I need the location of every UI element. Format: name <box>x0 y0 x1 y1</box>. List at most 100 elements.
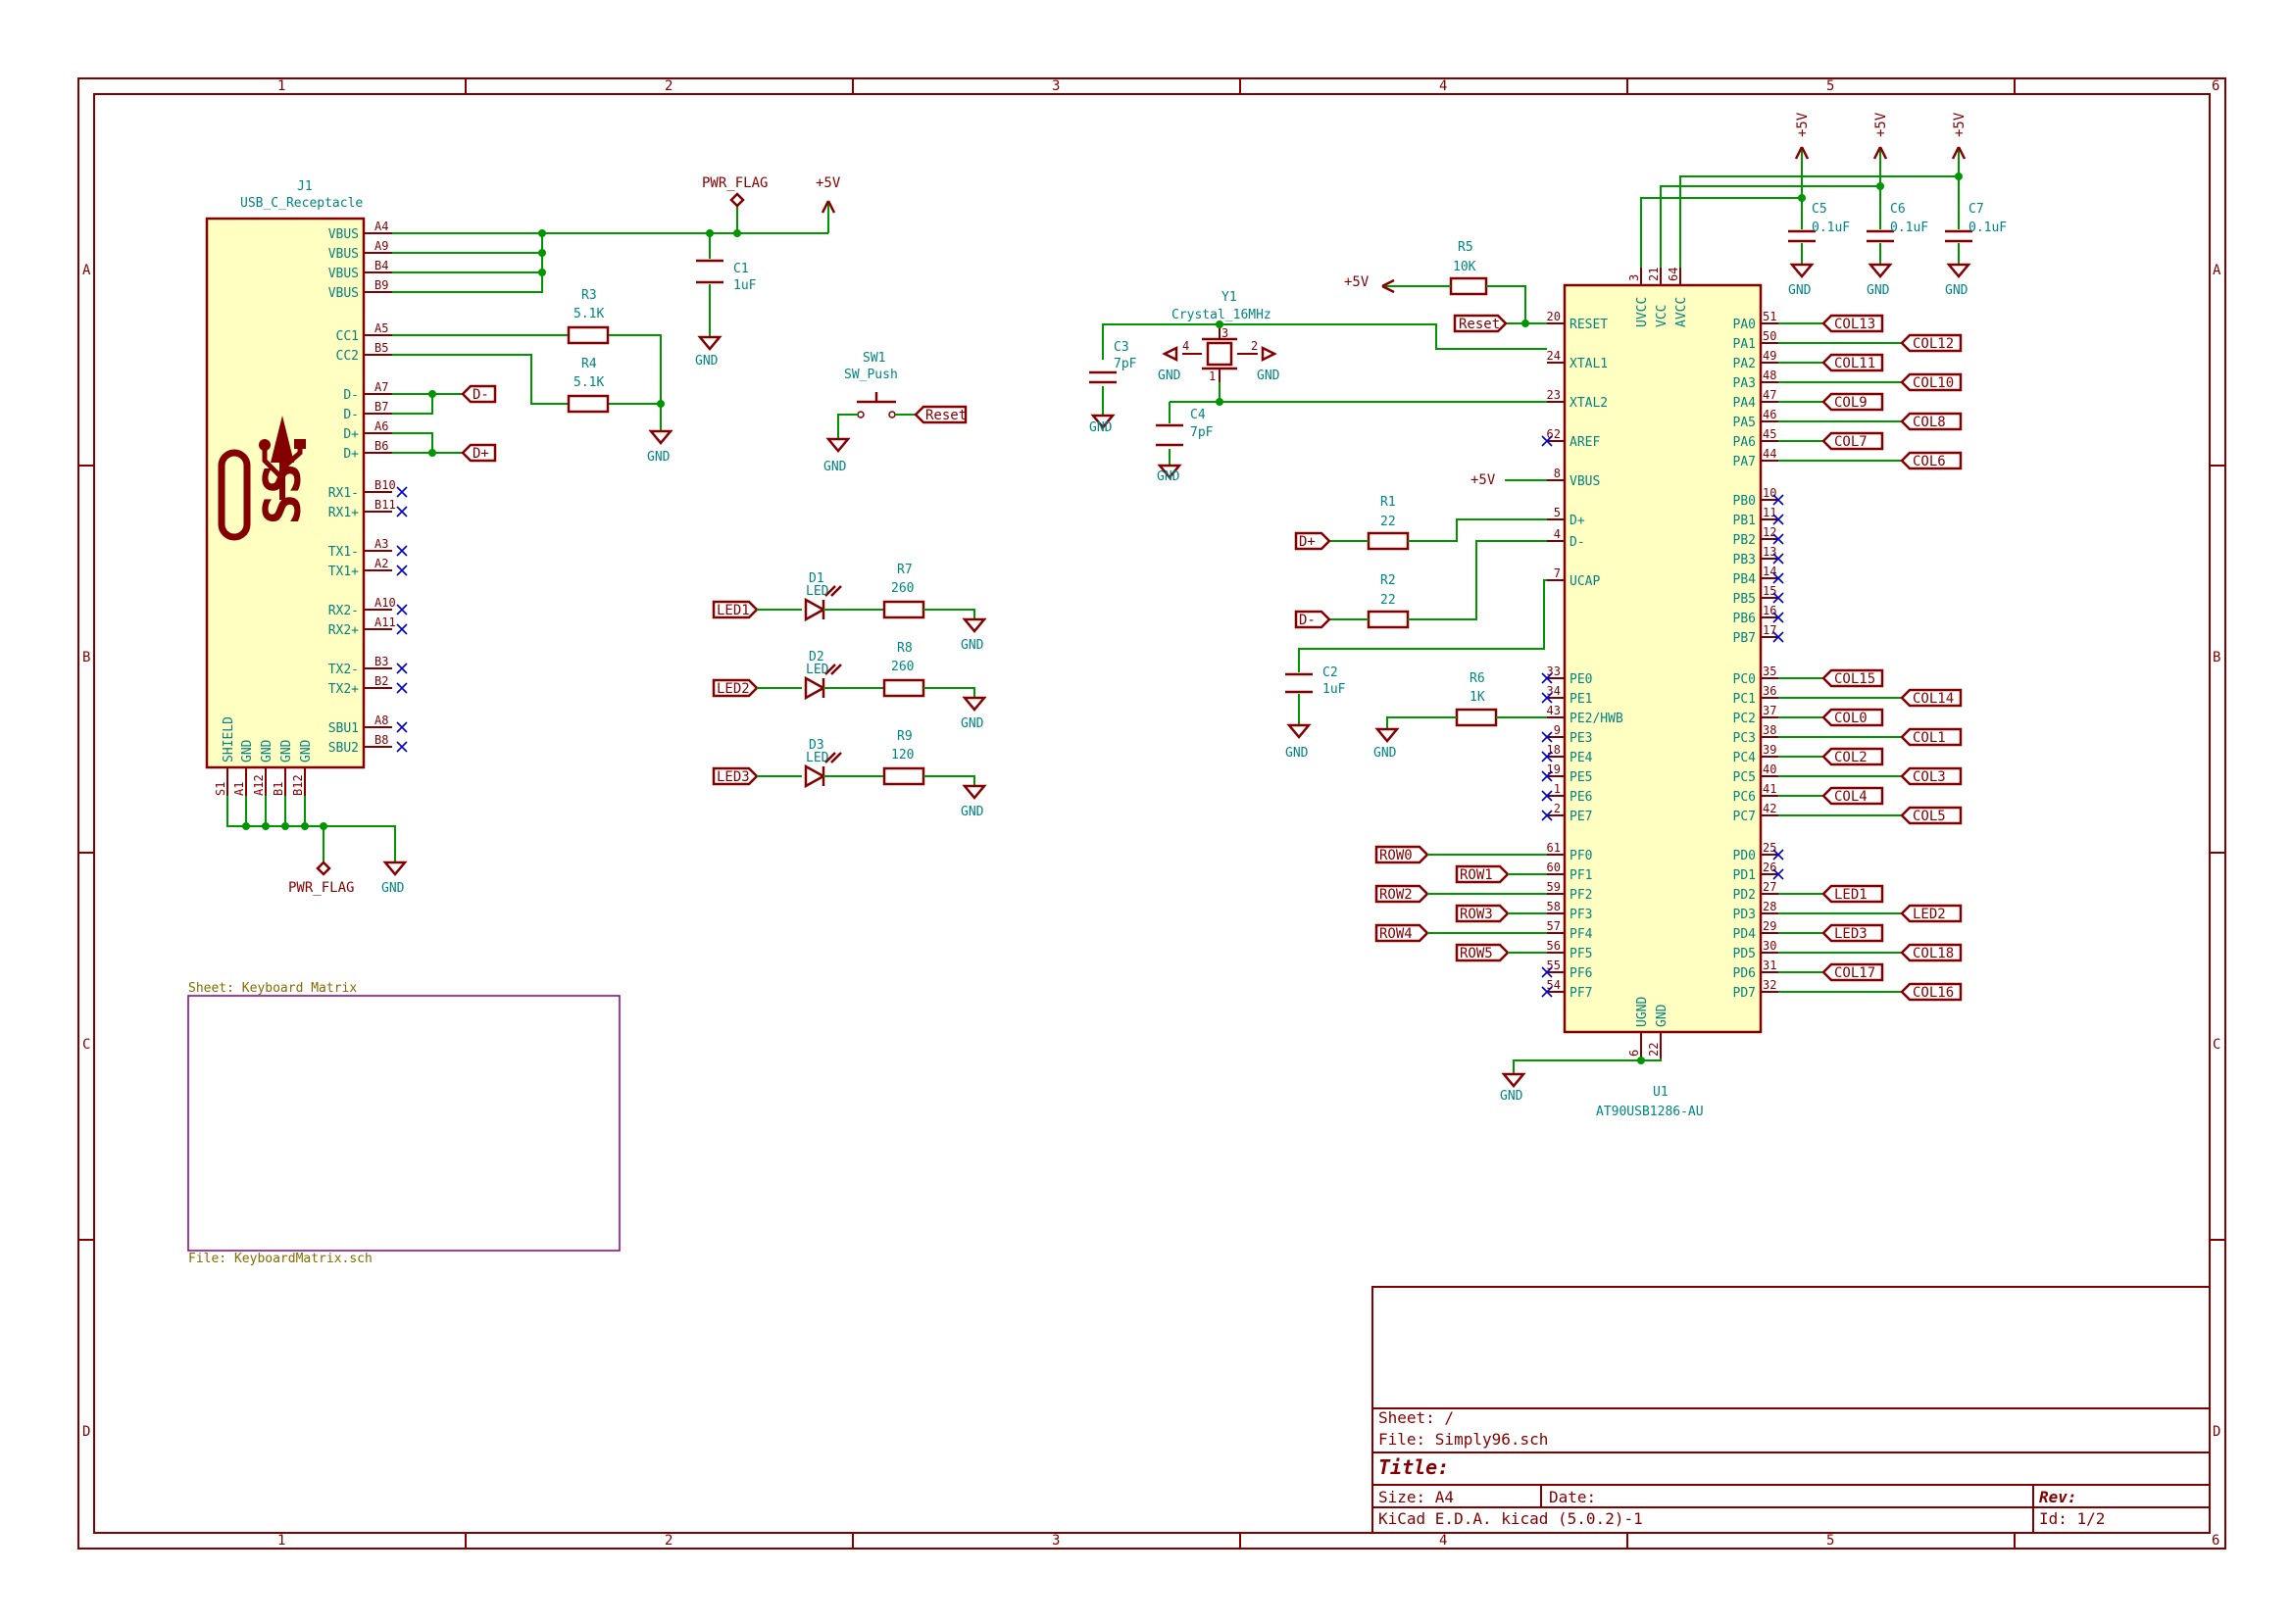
col-net-text: COL13 <box>1834 317 1875 332</box>
col-net-text: COL18 <box>1913 946 1954 961</box>
hierarchical-sheet-keyboard-matrix[interactable]: Sheet: Keyboard Matrix File: KeyboardMat… <box>187 981 621 1266</box>
u1-ground-wiring: GND <box>1500 1057 1662 1104</box>
net-label-dminus-j1[interactable]: D- <box>461 384 497 404</box>
net-label-col3[interactable]: COL3 <box>1778 766 1963 786</box>
resistor-r5[interactable]: R5 10K +5V <box>1344 240 1547 327</box>
gnd-label-led: GND <box>961 805 984 819</box>
net-label-reset-u1[interactable]: Reset <box>1453 314 1508 333</box>
net-label-led1[interactable] <box>712 600 759 619</box>
title-block-rev: Rev: <box>2039 1488 2077 1506</box>
net-label-col16[interactable]: COL16 <box>1778 982 1963 1002</box>
net-label-col1[interactable]: COL1 <box>1778 727 1963 747</box>
resistor-r3[interactable]: R3 5.1K <box>567 288 610 345</box>
j1-pin-number: A4 <box>374 220 388 233</box>
net-label-led1[interactable]: LED1 <box>1778 884 1884 904</box>
net-label-col0[interactable]: COL0 <box>1778 708 1884 727</box>
capacitor-c4[interactable]: C4 7pF GND <box>1156 408 1214 484</box>
net-label-col12[interactable]: COL12 <box>1778 333 1963 353</box>
power-5v-symbol <box>1872 146 1888 160</box>
j1-bottom-pin-number: B12 <box>291 774 305 796</box>
net-label-row3[interactable]: ROW3 <box>1455 904 1547 923</box>
net-label-col18[interactable]: COL18 <box>1778 943 1963 962</box>
net-label-col14[interactable]: COL14 <box>1778 688 1963 708</box>
resistor-r6[interactable]: R6 1K GND <box>1373 671 1547 761</box>
net-label-led2[interactable] <box>712 678 759 698</box>
j1-pin-name: RX1- <box>328 486 359 501</box>
mcu-u1[interactable]: U1 AT90USB1286-AU RESET20XTAL124XTAL223A… <box>1541 268 1963 1119</box>
row-flag <box>1455 864 1510 884</box>
row-label-a: A <box>82 263 91 278</box>
net-label-dminus-u1[interactable]: D- <box>1294 610 1331 629</box>
u1-ref: U1 <box>1653 1085 1669 1100</box>
power-5v-label: +5V <box>1873 112 1889 137</box>
col-flag <box>1821 668 1884 688</box>
net-label-row0[interactable]: ROW0 <box>1374 845 1547 864</box>
capacitor-c2[interactable]: C2 1uF GND <box>1285 579 1547 761</box>
col-net-text: COL10 <box>1913 375 1954 391</box>
net-label-row1[interactable]: ROW1 <box>1455 864 1547 884</box>
r2-ref: R2 <box>1380 573 1396 588</box>
j1-pin-number: B7 <box>374 400 388 414</box>
col-flag <box>1900 451 1963 470</box>
no-connect-mark <box>1541 810 1553 821</box>
power-5v-r5: +5V <box>1344 274 1370 290</box>
net-label-row2[interactable]: ROW2 <box>1374 884 1547 904</box>
u1-pin-number: 50 <box>1763 329 1776 343</box>
u1-pin-number: 31 <box>1763 959 1776 972</box>
crystal-y1[interactable]: Y1 Crystal_16MHz 4 2 1 3 GND GND <box>1158 290 1280 383</box>
j1-pin-name: SBU2 <box>328 741 359 756</box>
pwr-flag-top-text: PWR_FLAG <box>702 175 768 191</box>
net-label-reset-sw1[interactable]: Reset <box>914 405 968 424</box>
net-label-col11[interactable]: COL11 <box>1778 353 1884 372</box>
capacitor-c3[interactable]: C3 7pF GND <box>1089 340 1137 435</box>
u1-pin-number: 39 <box>1763 743 1776 757</box>
r5-value: 10K <box>1453 260 1476 274</box>
j1-pin-number: A11 <box>374 615 396 629</box>
net-label-dplus-j1[interactable]: D+ <box>461 443 497 463</box>
u1-pin-number: 30 <box>1763 939 1776 953</box>
net-label-col13[interactable]: COL13 <box>1778 314 1884 333</box>
net-label-col8[interactable]: COL8 <box>1778 412 1963 431</box>
net-label-col2[interactable]: COL2 <box>1778 747 1884 766</box>
net-label-col6[interactable]: COL6 <box>1778 451 1963 470</box>
net-label-led2[interactable]: LED2 <box>1778 904 1963 923</box>
j1-pin-number: B11 <box>374 498 396 512</box>
usb-c-connector-j1[interactable]: J1 USB_C_Receptacle VBUSA4VBUSA9VBUSB4VB… <box>205 179 408 796</box>
j1-pin-name: RX1+ <box>328 506 359 520</box>
col-net-text: COL16 <box>1913 985 1954 1001</box>
net-label-led3[interactable]: LED3 <box>1778 923 1884 943</box>
u1-pin-name-pa7: PA7 <box>1733 455 1756 469</box>
net-label-col7[interactable]: COL7 <box>1778 431 1884 451</box>
u1-pin-number: 45 <box>1763 427 1776 441</box>
u1-pin-number: 38 <box>1763 723 1776 737</box>
no-connect-mark <box>396 741 408 753</box>
net-label-led3[interactable] <box>712 766 759 786</box>
resistor-r2[interactable]: R2 22 <box>1329 540 1547 629</box>
col-flag <box>1900 333 1963 353</box>
capacitor-c1[interactable]: C1 1uF <box>696 259 757 293</box>
row-net-text: ROW5 <box>1460 946 1493 961</box>
net-label-col4[interactable]: COL4 <box>1778 786 1884 806</box>
net-label-row4[interactable]: ROW4 <box>1374 923 1547 943</box>
led-emission-arrows <box>824 664 842 675</box>
net-label-col17[interactable]: COL17 <box>1778 962 1884 982</box>
resistor-r4[interactable]: R4 5.1K <box>567 357 610 414</box>
usb-superspeed-logo: SS <box>218 416 313 541</box>
net-label-col9[interactable]: COL9 <box>1778 392 1884 412</box>
net-label-col5[interactable]: COL5 <box>1778 806 1963 825</box>
u1-pin-name-pc3: PC3 <box>1733 731 1756 746</box>
u1-pin-name-pc2: PC2 <box>1733 712 1756 726</box>
net-label-col10[interactable]: COL10 <box>1778 372 1963 392</box>
pushbutton-sw1[interactable]: SW1 SW_Push <box>837 351 916 439</box>
net-label-dplus-u1[interactable]: D+ <box>1294 531 1331 551</box>
resistor-r1[interactable]: R1 22 <box>1329 495 1547 551</box>
net-label-row5[interactable]: ROW5 <box>1455 943 1547 962</box>
net-label-col15[interactable]: COL15 <box>1778 668 1884 688</box>
u1-pin-number: 22 <box>1647 1043 1661 1057</box>
